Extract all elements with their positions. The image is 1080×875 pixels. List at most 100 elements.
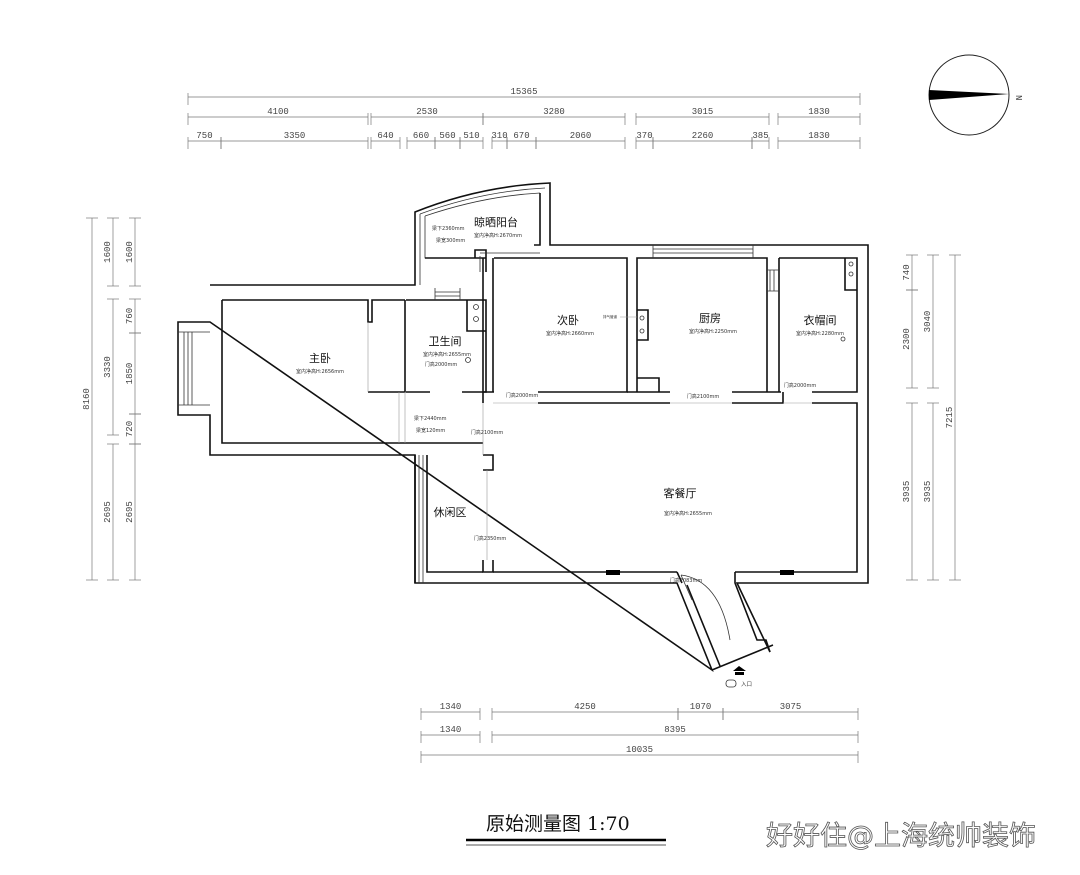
- north-compass: N: [928, 54, 1023, 136]
- entrance-mat-icon: [725, 679, 737, 688]
- kitchen-wall: [627, 257, 784, 404]
- living-dining-height: 室内净高H:2655mm: [664, 510, 712, 517]
- dimension-label: 1600: [103, 241, 113, 263]
- entrance-door: 门高2083mm: [670, 577, 703, 584]
- watermark: 好好住@上海统帅装饰: [766, 821, 1036, 852]
- compass-needle-icon: [929, 90, 1009, 100]
- room-labels: 主卧 室内净高H:2656mm 卫生间 室内净高H:2655mm 门高2000m…: [296, 215, 844, 688]
- outer-wall: [177, 182, 869, 673]
- dimension-label: 720: [125, 421, 135, 437]
- dimension-label: 2060: [570, 131, 592, 141]
- dimension-label: 4250: [574, 702, 596, 712]
- dimension-label: 510: [463, 131, 479, 141]
- dimension-label: 1830: [808, 107, 830, 117]
- corridor-door: 门高2100mm: [471, 429, 504, 436]
- kitchen-window: [652, 245, 754, 258]
- radiator: [606, 570, 620, 575]
- dimension-label: 2530: [416, 107, 438, 117]
- balcony-label: 晾晒阳台: [474, 215, 518, 229]
- floor-drain-icon: [840, 336, 846, 342]
- balcony-beam-under: 梁下2360mm: [432, 225, 465, 232]
- second-bedroom-label: 次卧: [557, 313, 579, 327]
- bay-window: [178, 331, 210, 406]
- bathroom-label: 卫生间: [429, 334, 462, 348]
- dimension-label: 310: [491, 131, 507, 141]
- duct-pipe-icon: [639, 315, 645, 321]
- closet-fixture: [844, 258, 857, 291]
- second-bedroom-wall: [483, 257, 670, 404]
- leisure-wall: [414, 455, 483, 583]
- bathroom-height: 室内净高H:2655mm: [423, 351, 471, 358]
- pipe-icon: [473, 304, 479, 310]
- dimension-label: 2695: [103, 501, 113, 523]
- door-openings: [482, 402, 812, 560]
- dimension-label: 10035: [626, 745, 653, 755]
- dimension-label: 740: [902, 264, 912, 280]
- dimension-label: 3935: [923, 481, 933, 503]
- leisure-label: 休闲区: [434, 505, 467, 519]
- master-bedroom-height: 室内净高H:2656mm: [296, 368, 344, 375]
- living-wall: [493, 402, 858, 573]
- drawing-title: 原始测量图 1:70: [486, 813, 630, 835]
- closet-window: [767, 269, 779, 292]
- wardrobe-line: [367, 322, 406, 443]
- second-bedroom-door: 门高2000mm: [506, 392, 539, 399]
- dimension-label: 3330: [103, 356, 113, 378]
- compass-north-label: N: [1013, 95, 1023, 100]
- kitchen-door: 门高2100mm: [687, 393, 720, 400]
- entrance-walls: [676, 571, 774, 671]
- pipe-icon: [848, 261, 854, 267]
- dimension-label: 7215: [945, 407, 955, 429]
- balcony-inner: [425, 193, 541, 272]
- dimension-label: 2695: [125, 501, 135, 523]
- leisure-window: [418, 455, 424, 583]
- dimension-label: 560: [439, 131, 455, 141]
- master-bedroom-wall: [221, 299, 483, 444]
- dimension-label: 1830: [808, 131, 830, 141]
- dimension-label: 3280: [543, 107, 565, 117]
- dimension-label: 750: [196, 131, 212, 141]
- dimension-label: 3015: [692, 107, 714, 117]
- pipe-icon: [848, 271, 854, 277]
- dimension-label: 8395: [664, 725, 686, 735]
- dimension-label: 4100: [267, 107, 289, 117]
- leisure-door: 门高2350mm: [474, 535, 507, 542]
- bathroom-window: [434, 288, 461, 300]
- living-dining-label: 客餐厅: [664, 486, 697, 500]
- radiator: [780, 570, 794, 575]
- entrance-arrow-icon: [733, 666, 746, 675]
- closet-door: 门高2000mm: [784, 382, 817, 389]
- dimension-label: 1340: [440, 702, 462, 712]
- dimension-label: 640: [377, 131, 393, 141]
- corridor-wall: [482, 258, 494, 573]
- dimension-label: 3075: [780, 702, 802, 712]
- second-bedroom-height: 室内净高H:2660mm: [546, 330, 594, 337]
- corridor-beam-width: 梁宽120mm: [416, 427, 445, 434]
- kitchen-fixture: [637, 377, 660, 392]
- dimension-label: 385: [752, 131, 768, 141]
- balcony-arc-lines: [419, 187, 546, 285]
- duct: [637, 309, 649, 341]
- dimension-label: 660: [413, 131, 429, 141]
- duct-pipe-icon: [639, 328, 645, 334]
- dimension-label: 2260: [692, 131, 714, 141]
- dimension-label: 8160: [82, 388, 92, 410]
- pipe-icon: [473, 316, 479, 322]
- bathroom-wall: [406, 299, 487, 393]
- balcony-beam-width: 梁宽300mm: [436, 237, 465, 244]
- dimension-label: 670: [513, 131, 529, 141]
- closet-height: 室内净高H:2280mm: [796, 330, 844, 337]
- dimension-label: 1850: [125, 363, 135, 385]
- floor-drain-icon: [465, 357, 471, 363]
- master-bedroom-label: 主卧: [309, 352, 331, 365]
- bathroom-door: 门高2000mm: [425, 361, 458, 368]
- entrance-door-swing: [680, 574, 731, 641]
- closet-label: 衣帽间: [804, 313, 837, 327]
- kitchen-label: 厨房: [699, 312, 721, 325]
- balcony-rail: [479, 252, 540, 272]
- dimension-label: 1070: [690, 702, 712, 712]
- dimension-label: 1600: [125, 241, 135, 263]
- dimension-label: 2300: [902, 328, 912, 350]
